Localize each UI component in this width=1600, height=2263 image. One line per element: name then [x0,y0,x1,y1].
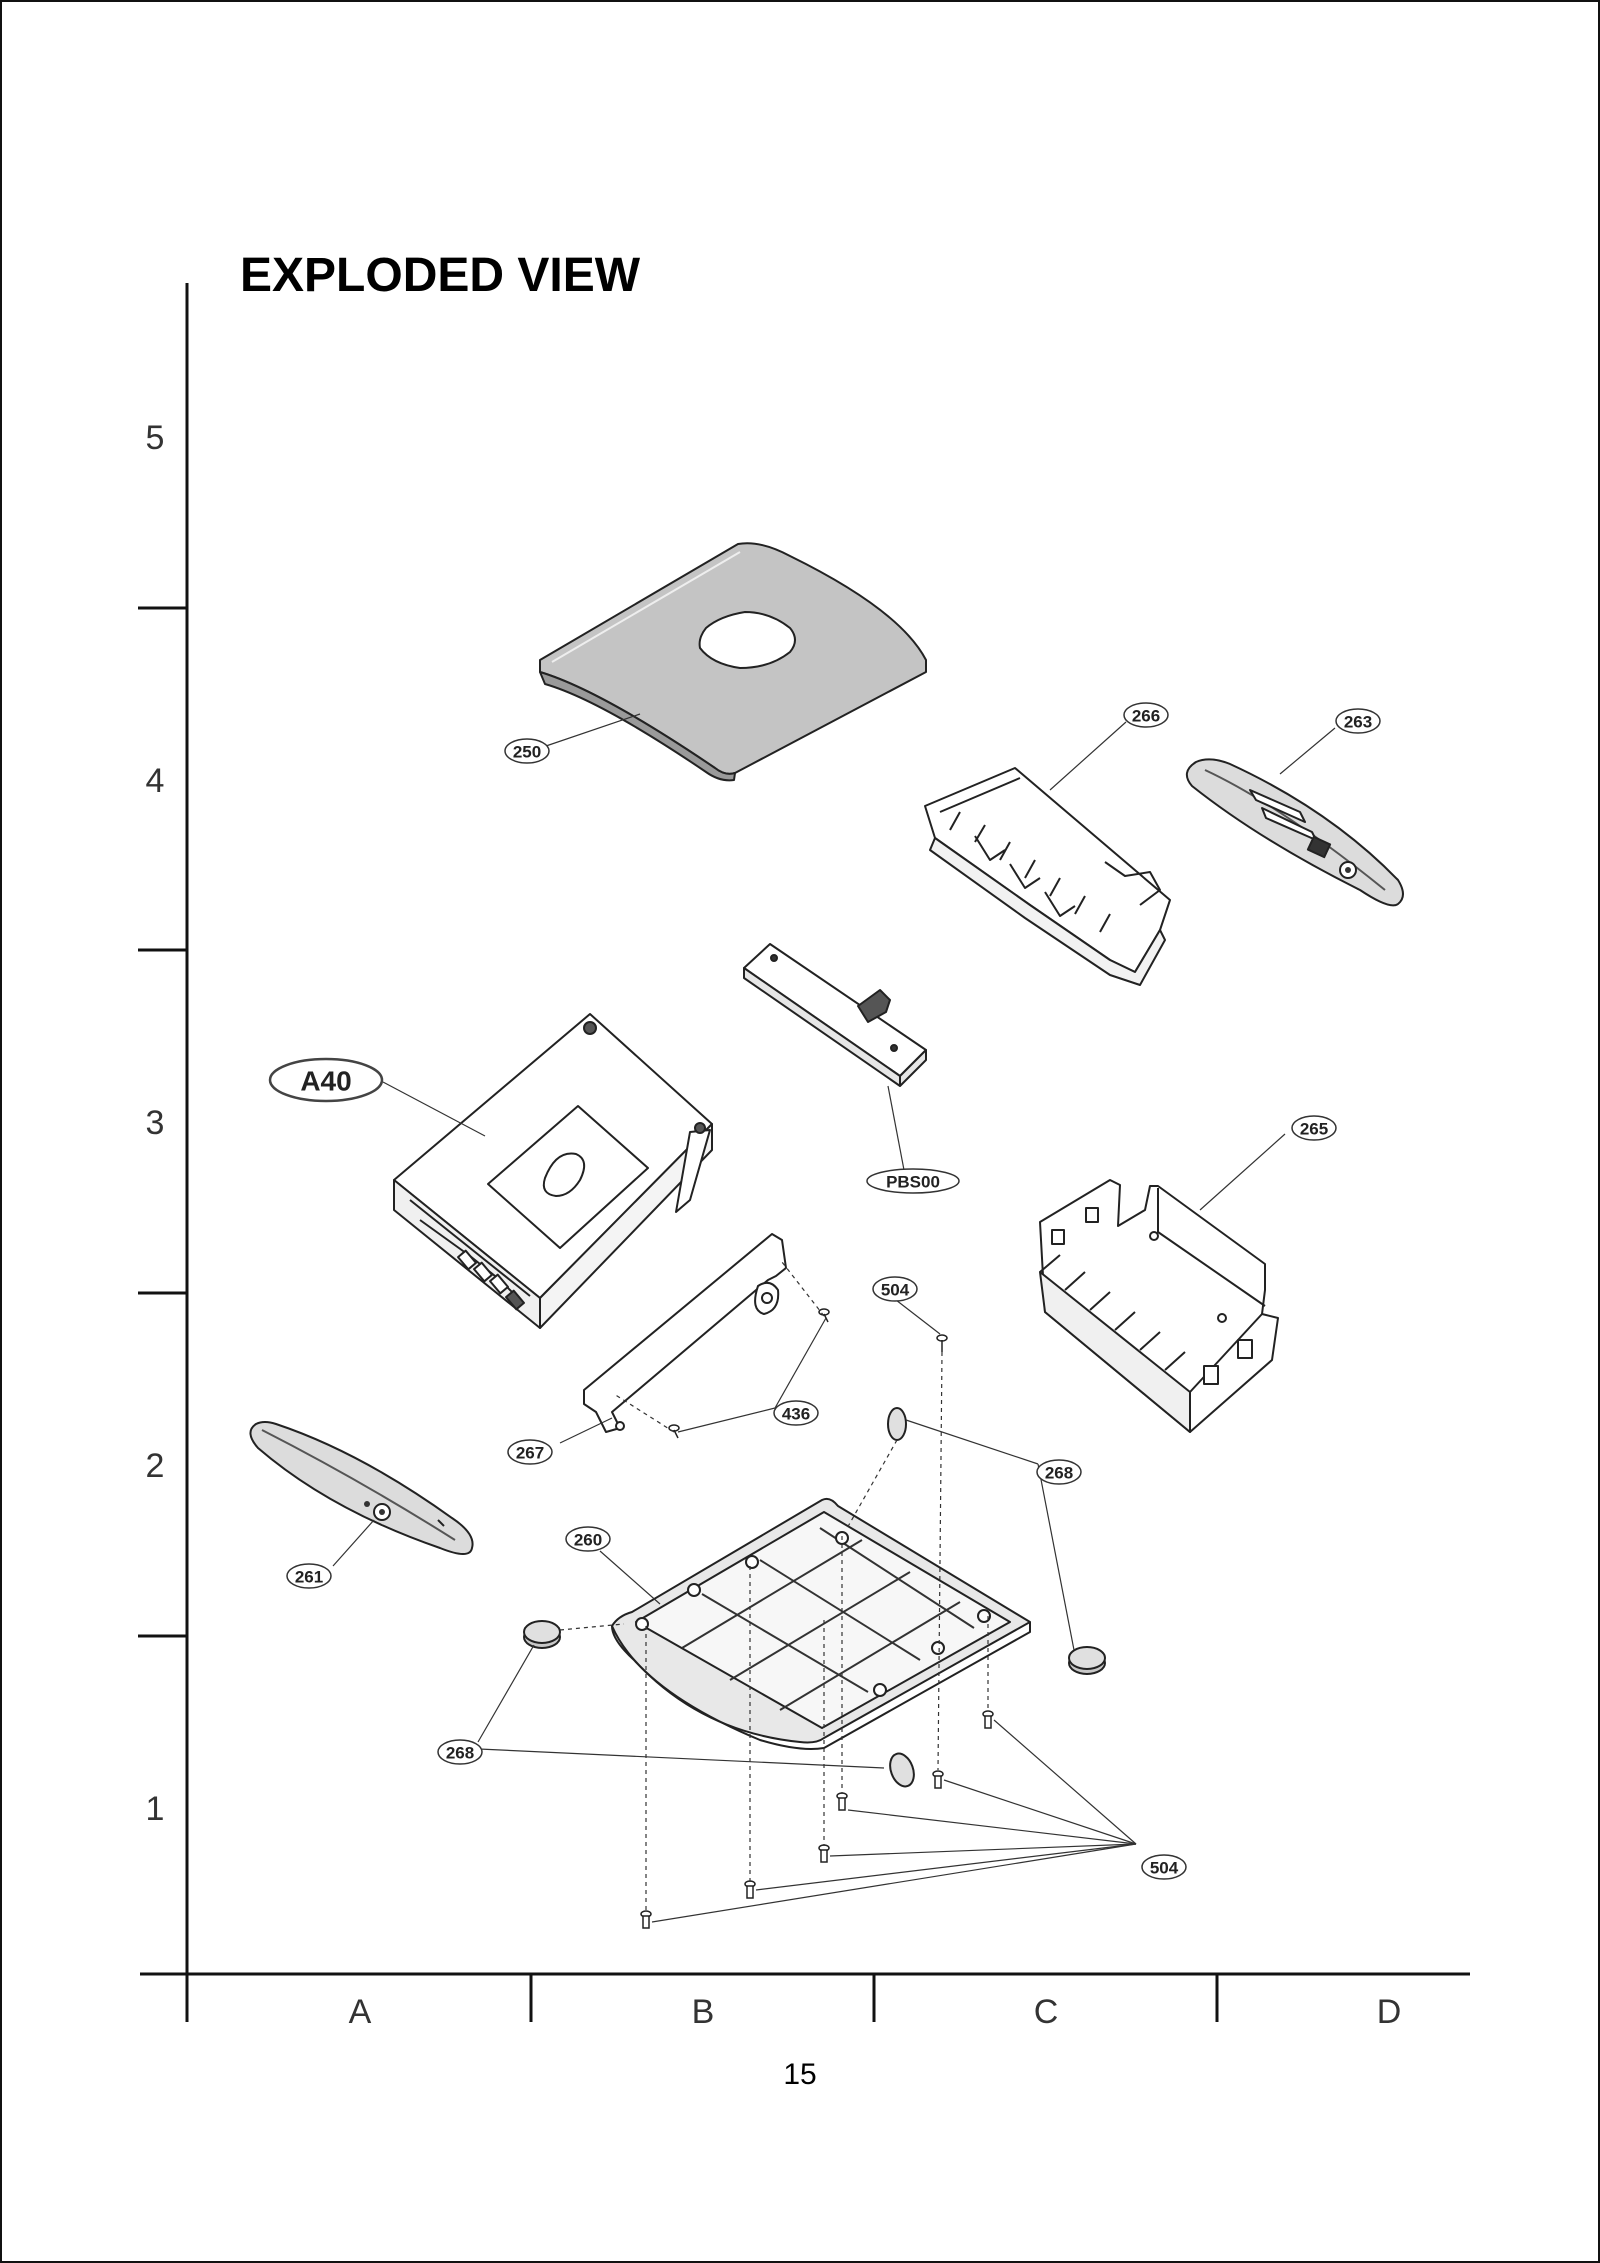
part-number-label: 268 [1045,1464,1073,1483]
callout-261: 261 [286,1563,332,1589]
callout-504-top: 504 [872,1276,918,1302]
callout-250: 250 [504,738,550,764]
callout-a40-label: A40 [300,1066,351,1097]
callout-260: 260 [565,1526,611,1552]
col-label-a: A [349,1993,372,2031]
part-261-front-panel [249,1421,474,1555]
part-number-label: PBS00 [886,1173,940,1192]
callout-263: 263 [1335,708,1381,734]
part-number-label: 268 [446,1744,474,1763]
screw-504-2 [932,1770,944,1789]
part-266-bracket [924,767,1171,986]
row-label-3: 3 [146,1104,165,1142]
screw-504-6 [640,1910,652,1929]
part-number-label: 250 [513,743,541,762]
callout-a40: A40 [268,1057,384,1103]
part-number-label: 261 [295,1568,323,1587]
screw-436-b [668,1424,680,1439]
callout-436: 436 [773,1400,819,1426]
callout-267: 267 [507,1439,553,1465]
part-number-label: 260 [574,1531,602,1550]
part-pbs00-board [743,943,927,1087]
col-label-b: B [692,1993,715,2031]
part-number-label: 504 [881,1281,910,1300]
callout-268-left: 268 [437,1739,483,1765]
callout-268-right: 268 [1036,1459,1082,1485]
part-number-label: 436 [782,1405,810,1424]
callout-pbs00: PBS00 [866,1168,960,1194]
page-title: EXPLODED VIEW [240,249,641,302]
row-label-4: 4 [146,762,165,800]
part-a40-mechanism [393,1013,713,1329]
part-number-label: 266 [1132,707,1160,726]
part-260-bottom-chassis [611,1497,1031,1750]
col-label-d: D [1377,1993,1402,2031]
part-number-label: 504 [1150,1859,1179,1878]
part-265-chassis [1039,1179,1279,1433]
part-callouts: A40 250 266 263 265 PBS00 [268,702,1381,1880]
assembly-lines [559,1261,989,1912]
callout-266: 266 [1123,702,1169,728]
col-label-c: C [1034,1993,1059,2031]
grid-axes [138,283,1470,2022]
part-267-bracket [583,1233,787,1433]
row-label-1: 1 [146,1790,165,1828]
screw-504-5 [744,1880,756,1899]
screws [640,1308,994,1929]
screw-504-3 [836,1792,848,1811]
part-250-top-cover [539,542,927,782]
callout-504-bottom: 504 [1141,1854,1187,1880]
row-label-5: 5 [146,419,165,457]
part-263-front-panel [1185,758,1404,907]
part-number-label: 267 [516,1444,544,1463]
screw-504-top [936,1334,948,1352]
screw-504-4 [818,1844,830,1863]
part-number-label: 263 [1344,713,1372,732]
leader-lines [332,713,1336,1923]
page-number: 15 [783,2058,817,2091]
row-label-2: 2 [146,1447,165,1485]
screw-504-1 [982,1710,994,1729]
part-number-label: 265 [1300,1120,1328,1139]
part-268-feet [523,1407,1106,1788]
callout-265: 265 [1291,1115,1337,1141]
